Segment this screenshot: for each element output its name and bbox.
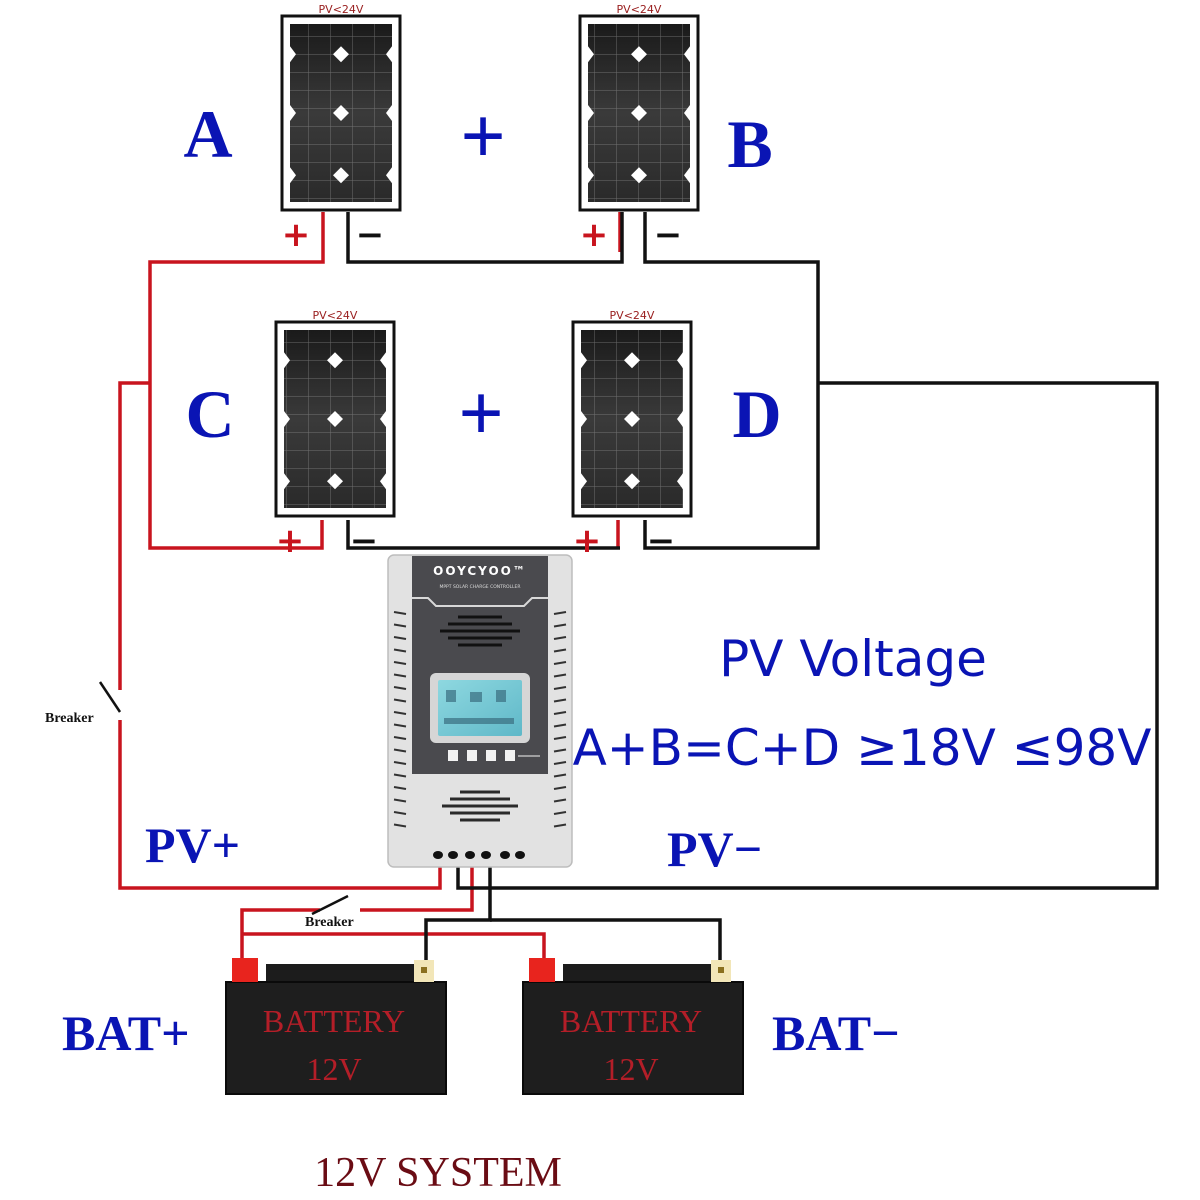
system-label: 12V SYSTEM (314, 1150, 562, 1196)
wire-c-negative (346, 520, 620, 550)
controller-subtitle: MPPT SOLAR CHARGE CONTROLLER (439, 584, 520, 590)
wire-a-negative (346, 212, 624, 264)
battery-voltage: 12V (603, 1051, 658, 1087)
panel-negative-terminal: − (356, 215, 385, 255)
bat-plus-label: BAT+ (62, 1005, 190, 1061)
battery-body (225, 981, 447, 1095)
panel-positive-terminal: + (573, 521, 602, 561)
lcd-segments (444, 690, 514, 724)
controller-button-down[interactable] (486, 750, 496, 761)
breaker-label-pv: Breaker (45, 711, 94, 726)
panel-mount-diamond (327, 411, 343, 427)
terminal-load-negative[interactable] (515, 851, 525, 859)
panel-positive-terminal: + (580, 215, 609, 255)
panel-mount-diamond (333, 167, 349, 184)
terminal-bat-positive[interactable] (465, 851, 475, 859)
battery-2[interactable]: BATTERY 12V (522, 958, 744, 1095)
battery-1[interactable]: BATTERY 12V (225, 958, 447, 1095)
panel-mount-diamond (624, 352, 640, 369)
panel-mount-diamond (624, 473, 640, 490)
panel-mount-diamond (327, 473, 343, 490)
panel-negative-terminal: − (654, 215, 683, 255)
series-plus-top: + (460, 93, 506, 181)
battery-voltage: 12V (306, 1051, 361, 1087)
charge-controller[interactable]: OOYCYOO™ MPPT SOLAR CHARGE CONTROLLER (387, 554, 573, 868)
wire-a-positive (148, 212, 325, 550)
controller-face-trim (412, 597, 548, 607)
terminal-pv-positive[interactable] (433, 851, 443, 859)
panel-negative-terminal: − (647, 521, 676, 561)
panel-mount-diamond (333, 46, 349, 63)
panel-rating: PV<24V (319, 3, 364, 16)
panel-rating: PV<24V (610, 309, 655, 322)
series-plus-bottom: + (458, 370, 504, 458)
battery-label: BATTERY (263, 1003, 405, 1039)
panel-mount-diamond (631, 167, 647, 184)
wire-b-negative (643, 212, 820, 550)
battery-label: BATTERY (560, 1003, 702, 1039)
solar-panel-b[interactable]: PV<24V + − (578, 3, 700, 255)
controller-top-grille (440, 615, 520, 647)
pv-plus-label: PV+ (145, 817, 240, 873)
panel-rating: PV<24V (617, 3, 662, 16)
solar-panel-a[interactable]: PV<24V + − (280, 3, 402, 255)
panel-mount-diamond (631, 46, 647, 63)
controller-button-menu[interactable] (448, 750, 458, 761)
panel-label-a: A (183, 96, 232, 172)
breaker-switch-icon (98, 681, 122, 713)
panel-positive-terminal: + (282, 215, 311, 255)
wire-pv-negative-main (456, 381, 1159, 890)
lcd-screen (438, 680, 522, 736)
breaker-pv[interactable] (98, 681, 130, 720)
panel-rating: PV<24V (313, 309, 358, 322)
controller-buttons (448, 750, 540, 761)
pv-minus-label: PV− (667, 821, 762, 877)
panel-mount-diamond (631, 105, 647, 121)
controller-terminals (433, 851, 525, 859)
battery-positive-terminal[interactable] (232, 958, 258, 982)
wire-bat-negative-link (490, 918, 722, 962)
controller-brand: OOYCYOO™ (433, 564, 527, 578)
controller-side-vents (393, 611, 567, 828)
controller-button-up[interactable] (467, 750, 477, 761)
wire-pv-positive-main (118, 381, 442, 890)
controller-button-enter[interactable] (505, 750, 515, 761)
panel-mount-diamond (624, 411, 640, 427)
wire-bat-negative (424, 862, 492, 962)
panel-mount-diamond (327, 352, 343, 369)
pv-voltage-title: PV Voltage (719, 630, 987, 688)
panel-label-d: D (732, 376, 781, 452)
solar-panel-d[interactable]: PV<24V + − (571, 309, 693, 561)
battery-body (522, 981, 744, 1095)
pv-negative-wiring (346, 212, 1159, 962)
panel-label-b: B (727, 106, 772, 182)
solar-panel-c[interactable]: PV<24V + − (274, 309, 396, 561)
panel-negative-terminal: − (350, 521, 379, 561)
controller-bottom-grille (442, 790, 518, 822)
panel-mount-diamond (333, 105, 349, 121)
breaker-label-battery: Breaker (305, 915, 354, 930)
battery-positive-terminal[interactable] (529, 958, 555, 982)
terminal-bat-negative[interactable] (481, 851, 491, 859)
breaker-battery[interactable] (311, 894, 360, 916)
terminal-load-positive[interactable] (500, 851, 510, 859)
panel-positive-terminal: + (276, 521, 305, 561)
bat-minus-label: BAT− (772, 1005, 900, 1061)
pv-voltage-rule: A+B=C+D ≥18V ≤98V (573, 719, 1152, 777)
breaker-switch-icon (311, 894, 349, 916)
wire-bat-positive-link (242, 932, 546, 960)
panel-label-c: C (185, 376, 234, 452)
terminal-pv-negative[interactable] (448, 851, 458, 859)
